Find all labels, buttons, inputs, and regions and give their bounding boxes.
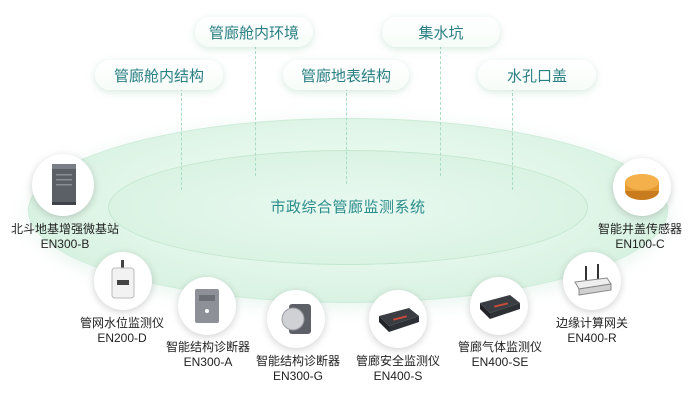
safety-monitor-icon [379, 308, 419, 332]
pill-pipe-gallery-environment: 管廊舱内环境 [195, 17, 313, 47]
connector-line [255, 46, 256, 176]
device-node-gateway [563, 252, 621, 310]
device-model: EN100-C [615, 237, 665, 251]
device-node-water-level [94, 252, 152, 310]
connector-line [346, 88, 347, 184]
structure-diagnostic-icon [281, 304, 311, 334]
connector-line [181, 88, 182, 190]
device-name: 管网水位监测仪 [79, 316, 164, 330]
water-level-monitor-icon [111, 260, 135, 299]
device-node-safety [369, 290, 427, 348]
device-name: 智能井盖传感器 [597, 222, 682, 236]
system-title: 市政综合管廊监测系统 [270, 199, 426, 216]
device-label-structure-g: 智能结构诊断器 EN300-G [240, 354, 356, 384]
structure-diagnostic-icon [195, 289, 219, 323]
device-label-manhole: 智能井盖传感器 EN100-C [590, 222, 690, 252]
pill-pipe-gallery-structure: 管廊舱内结构 [95, 60, 223, 90]
connector-line [512, 88, 513, 190]
device-name: 北斗地基增强微基站 [10, 222, 119, 236]
device-name: 智能结构诊断器 [165, 340, 250, 354]
device-label-gas: 管廊气体监测仪 EN400-SE [442, 340, 558, 370]
device-label-water-level: 管网水位监测仪 EN200-D [64, 316, 180, 346]
device-node-structure-a [178, 277, 236, 335]
pill-manhole-cover: 水孔口盖 [478, 60, 596, 90]
gateway-router-icon [574, 264, 612, 296]
device-model: EN300-G [272, 369, 324, 383]
device-label-structure-a: 智能结构诊断器 EN300-A [150, 340, 266, 370]
device-label-base-station: 北斗地基增强微基站 EN300-B [3, 222, 127, 252]
device-node-gas [470, 277, 528, 335]
gas-monitor-icon [480, 295, 520, 319]
device-model: EN300-B [40, 237, 90, 251]
pill-surface-structure: 管廊地表结构 [283, 60, 409, 90]
device-node-manhole [613, 158, 671, 216]
device-label-safety: 管廊安全监测仪 EN400-S [342, 354, 454, 384]
device-node-base-station [32, 154, 94, 216]
platform-inner-ring [108, 150, 588, 265]
device-name: 管廊气体监测仪 [457, 340, 542, 354]
device-model: EN400-SE [471, 355, 529, 369]
pill-sump-pit: 集水坑 [382, 17, 500, 47]
base-station-icon [52, 164, 76, 205]
device-name: 管廊安全监测仪 [355, 354, 440, 368]
connector-line [440, 46, 441, 176]
device-label-gateway: 边缘计算网关 EN400-R [540, 316, 644, 346]
device-model: EN200-D [97, 331, 147, 345]
device-name: 智能结构诊断器 [255, 354, 340, 368]
device-model: EN400-R [567, 331, 617, 345]
device-model: EN400-S [373, 369, 423, 383]
manhole-sensor-icon [625, 174, 659, 200]
device-model: EN300-A [183, 355, 233, 369]
device-node-structure-g [267, 290, 325, 348]
device-name: 边缘计算网关 [555, 316, 628, 330]
